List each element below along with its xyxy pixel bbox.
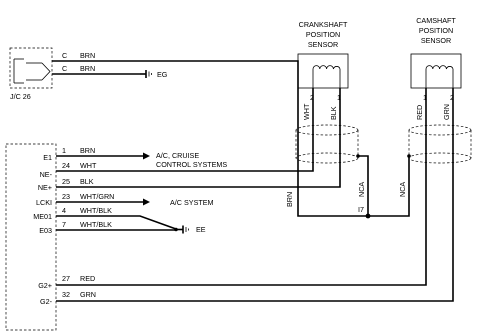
cam-shield-ellipse xyxy=(408,124,472,136)
junction-connector-outline xyxy=(9,47,53,89)
ecm-pin-number: 32 xyxy=(62,290,70,299)
junction-pin: C xyxy=(62,51,67,60)
ecm-pin-number: 27 xyxy=(62,274,70,283)
ecm-row-ne-plus: NE+ 25 BLK xyxy=(38,177,94,192)
ecm-row-g2-plus: G2+ 27 RED xyxy=(38,274,95,290)
cam-sensor-coil-icon xyxy=(425,65,454,75)
wire-me01-to-ground-ee xyxy=(56,215,177,230)
wire-cam-red-g2-plus xyxy=(56,88,427,286)
ecm-terminal: LCKI xyxy=(36,198,52,207)
ecm-row-ne-minus: NE- 24 WHT xyxy=(40,161,97,179)
ecm-wire-color: WHT/BLK xyxy=(80,206,112,215)
ecm-terminal: G2- xyxy=(40,297,53,306)
junction-bus-arrow xyxy=(41,62,51,81)
wire-shield-ground-brn xyxy=(297,135,368,217)
destination-label: A/C, CRUISE xyxy=(156,151,199,160)
cam-drain-splice xyxy=(407,154,411,158)
ground-ee-label: EE xyxy=(196,225,206,234)
ecm-wire-color: BLK xyxy=(80,177,94,186)
arrow-right-icon xyxy=(143,198,150,206)
ecm-pin-number: 4 xyxy=(62,206,66,215)
ecm-row-lcki: LCKI 23 WHT/GRN xyxy=(36,192,114,207)
ground-eg-label: EG xyxy=(157,70,168,79)
ecm-row-e03: E03 7 WHT/BLK xyxy=(39,220,112,235)
ecm-terminal: E03 xyxy=(39,226,52,235)
wire-crank-wht-ne-minus xyxy=(56,88,314,172)
destination-label: CONTROL SYSTEMS xyxy=(156,160,227,169)
wire-cam-grn-g2-minus xyxy=(56,88,454,302)
camshaft-sensor: CAMSHAFT POSITION SENSOR 1 2 RED GRN xyxy=(410,16,462,120)
cam-sensor-wire-color: RED xyxy=(415,105,424,120)
cam-sensor-title: CAMSHAFT xyxy=(416,16,456,25)
ecm-terminal: E1 xyxy=(43,153,52,162)
crankshaft-sensor: CRANKSHAFT POSITION SENSOR 2 1 WHT BLK xyxy=(297,20,349,120)
shield-ellipses xyxy=(295,124,472,164)
junction-wire-color: BRN xyxy=(80,51,95,60)
splice-i7-dot xyxy=(365,213,371,219)
cam-sensor-title: POSITION xyxy=(419,26,453,35)
cam-shield-ellipse xyxy=(408,152,472,164)
ground-eg-symbol: EG xyxy=(140,70,168,79)
cam-sensor-body xyxy=(410,53,462,89)
ecm-wire-color: RED xyxy=(80,274,95,283)
ecm-row-g2-minus: G2- 32 GRN xyxy=(40,290,96,306)
ecm-terminal: NE- xyxy=(40,170,53,179)
splice-label: I7 xyxy=(358,205,364,214)
ecm-row-e1: E1 1 BRN xyxy=(43,146,95,162)
crank-shield-ellipse xyxy=(295,152,359,164)
crank-drain-label: NCA xyxy=(357,182,366,197)
ecm-terminal: ME01 xyxy=(33,212,52,221)
junction-connector-jc26: J/C 26 C C BRN BRN xyxy=(9,47,95,101)
ecm-pin-number: 25 xyxy=(62,177,70,186)
wire-crank-blk-ne-plus xyxy=(56,88,341,188)
crank-sensor-wire-color: BLK xyxy=(329,106,338,120)
ecm-pin-number: 7 xyxy=(62,220,66,229)
crank-sensor-title: CRANKSHAFT xyxy=(299,20,348,29)
ecm-row-me01: ME01 4 WHT/BLK xyxy=(33,206,112,221)
cam-sensor-pin: 1 xyxy=(423,93,427,102)
cam-sensor-title: SENSOR xyxy=(421,36,451,45)
ecm-terminal: G2+ xyxy=(38,281,52,290)
ecm-wire-color: WHT xyxy=(80,161,97,170)
junction-name: J/C 26 xyxy=(10,92,31,101)
cam-drain-label: NCA xyxy=(398,182,407,197)
crank-sensor-coil-icon xyxy=(312,65,341,75)
shield-ground-wire-color: BRN xyxy=(285,192,294,207)
cam-sensor-pin: 2 xyxy=(450,93,454,102)
crank-sensor-pin: 1 xyxy=(337,93,341,102)
crank-shield-ellipse xyxy=(295,124,359,136)
ecm-terminal: NE+ xyxy=(38,183,52,192)
crank-sensor-pin: 2 xyxy=(310,93,314,102)
crank-drain-splice xyxy=(356,154,360,158)
ecm-connector-outline xyxy=(5,143,57,331)
ecm-pin-number: 23 xyxy=(62,192,70,201)
wire-crank-shield-drain xyxy=(358,155,369,216)
crank-sensor-wire-color: WHT xyxy=(302,103,311,120)
ecm-connector: E1 1 BRN NE- 24 WHT NE+ 25 BLK LCKI 23 W… xyxy=(5,143,114,331)
junction-wire-color: BRN xyxy=(80,64,95,73)
ecm-wire-color: BRN xyxy=(80,146,95,155)
ground-ee-symbol: EE xyxy=(176,225,206,234)
wire-cam-shield-drain xyxy=(368,156,410,217)
arrow-right-icon xyxy=(143,152,150,160)
cam-sensor-wire-color: GRN xyxy=(442,104,451,120)
ecm-wire-color: WHT/GRN xyxy=(80,192,114,201)
crank-sensor-title: SENSOR xyxy=(308,40,338,49)
junction-pin: C xyxy=(62,64,67,73)
crank-sensor-body xyxy=(297,53,349,89)
crank-sensor-title: POSITION xyxy=(306,30,340,39)
ecm-pin-number: 24 xyxy=(62,161,70,170)
ecm-wire-color: WHT/BLK xyxy=(80,220,112,229)
ecm-pin-number: 1 xyxy=(62,146,66,155)
ecm-wire-color: GRN xyxy=(80,290,96,299)
destination-label: A/C SYSTEM xyxy=(170,198,214,207)
